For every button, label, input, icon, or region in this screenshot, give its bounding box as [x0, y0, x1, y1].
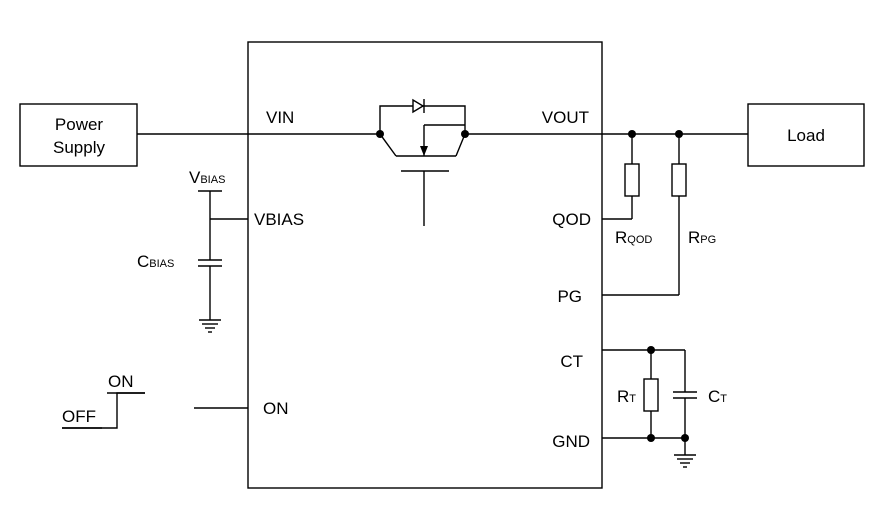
load-label: Load — [787, 126, 825, 145]
ct-bottom-rt-dot — [647, 434, 655, 442]
power-supply-label-line1: Power — [55, 115, 104, 134]
off-level-label: OFF — [62, 407, 96, 426]
rt-label: RT — [617, 387, 636, 406]
rpg-label: RPG — [688, 228, 716, 247]
on-level-label: ON — [108, 372, 134, 391]
pin-vout-label: VOUT — [542, 108, 589, 127]
power-supply-label-line2: Supply — [53, 138, 105, 157]
pin-gnd-label: GND — [552, 432, 590, 451]
ct-bottom-cap-dot — [681, 434, 689, 442]
rqod-resistor — [602, 134, 640, 220]
rpg-resistor — [602, 134, 687, 296]
vout-junction-dot — [461, 130, 469, 138]
pin-on-label: ON — [263, 399, 289, 418]
ic-body — [247, 41, 603, 489]
pin-ct-label: CT — [560, 352, 583, 371]
load-block: Load — [747, 103, 865, 167]
mosfet-symbol — [379, 98, 466, 226]
vbias-network — [198, 190, 248, 333]
rqod-label: RQOD — [615, 228, 652, 247]
pin-vin-label: VIN — [266, 108, 294, 127]
on-signal-step — [62, 392, 145, 429]
ct-top-rt-dot — [647, 346, 655, 354]
pin-qod-label: QOD — [552, 210, 591, 229]
ct-label: CT — [708, 387, 727, 406]
body-diode-icon — [412, 98, 425, 114]
pin-pg-label: PG — [557, 287, 582, 306]
vbias-source-label: VBIAS — [189, 168, 225, 187]
ct-network — [602, 349, 697, 468]
pin-vbias-label: VBIAS — [254, 210, 304, 229]
cbias-label: CBIAS — [137, 252, 174, 271]
ground-icon — [674, 454, 696, 468]
vin-junction-dot — [376, 130, 384, 138]
power-supply-block: Power Supply — [19, 103, 138, 167]
ground-icon — [199, 319, 221, 333]
